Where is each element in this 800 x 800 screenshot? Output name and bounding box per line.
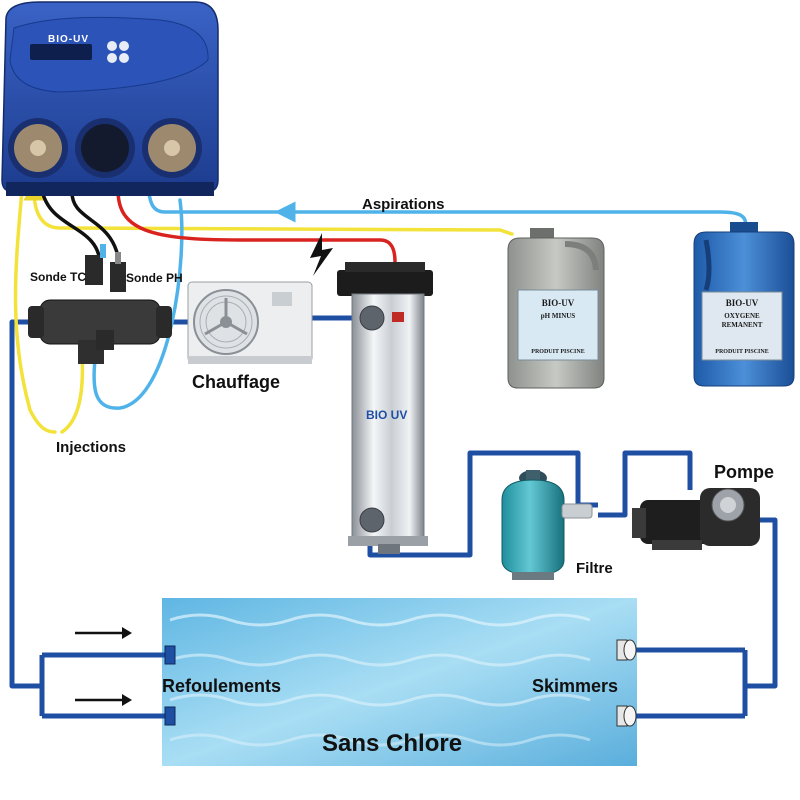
pool-pump	[632, 488, 760, 550]
ph-can-brand: BIO-UV	[541, 298, 575, 308]
label-injections: Injections	[56, 439, 127, 456]
uv-reactor-brand: BIO UV	[366, 408, 408, 422]
ph-can-product: pH MINUS	[540, 312, 576, 320]
controller-button	[107, 53, 117, 63]
label-sonde-tc: Sonde TC	[30, 270, 86, 284]
probe-holder	[28, 244, 172, 364]
ph-minus-canister	[507, 228, 605, 389]
pool	[162, 598, 637, 766]
arrow-right-icon	[75, 627, 132, 639]
controller-brand: BIO-UV	[48, 34, 89, 45]
controller-button	[119, 53, 129, 63]
peristaltic-pump-3	[142, 118, 202, 178]
fan-icon	[193, 289, 259, 355]
dosing-controller	[1, 1, 219, 196]
return-nozzle-2	[164, 706, 176, 726]
peristaltic-pump-2	[75, 118, 135, 178]
arrow-right-icon	[75, 694, 132, 706]
controller-button	[119, 41, 129, 51]
label-refoulements: Refoulements	[162, 676, 282, 696]
heat-pump	[187, 281, 313, 364]
skimmer-2	[616, 705, 637, 727]
oxygen-can-product-line1: OXYGENE	[724, 312, 760, 320]
oxygen-can-footer: PRODUIT PISCINE	[715, 349, 769, 355]
uv-reactor	[337, 262, 433, 554]
controller-button	[107, 41, 117, 51]
peristaltic-pump-1	[8, 118, 68, 178]
lightning-icon	[310, 233, 333, 276]
label-chauffage: Chauffage	[192, 372, 281, 392]
sand-filter	[501, 470, 593, 580]
label-pool: Sans Chlore	[322, 730, 463, 757]
return-nozzle-1	[164, 645, 176, 665]
label-skimmers: Skimmers	[532, 676, 619, 696]
label-pompe: Pompe	[714, 462, 775, 482]
controller-display	[30, 44, 92, 60]
skimmer-1	[616, 639, 637, 661]
oxygen-canister	[693, 222, 795, 387]
oxygen-can-product-line2: REMANENT	[721, 321, 763, 329]
label-sonde-ph: Sonde PH	[126, 271, 183, 285]
ph-can-footer: PRODUIT PISCINE	[531, 349, 585, 355]
oxygen-can-brand: BIO-UV	[725, 298, 759, 308]
label-filtre: Filtre	[576, 560, 613, 577]
label-aspirations: Aspirations	[362, 196, 445, 213]
